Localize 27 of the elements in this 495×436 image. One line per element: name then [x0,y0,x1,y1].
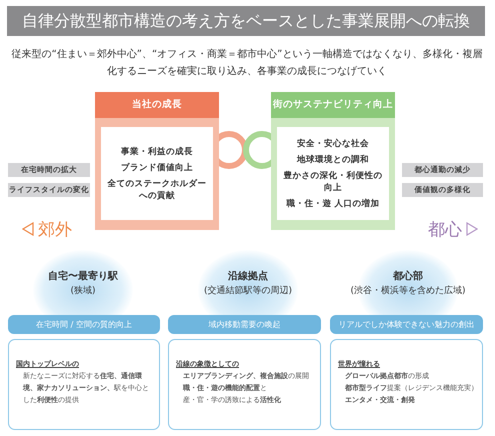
subtitle-text: 従来型の“住まい＝郊外中心”、“オフィス・商業＝都市中心”という一軸構造ではなくなり、多様化・複層化するニーズを確実に取り込み、各事業の成長につなげていく [10,48,484,79]
initiative-card [168,339,321,430]
initiative-card [330,339,483,430]
direction-label: 郊外 [38,219,72,241]
zone-title: 沿線拠点 [227,270,269,284]
zone-subtitle: (渋谷・横浜等を含めた広域) [349,284,467,298]
bullet-text: 豊かさの深化・利便性の向上 [282,170,384,194]
initiative-card [8,339,160,430]
panel-heading: 街のサステナビリティ向上 [271,92,395,118]
direction-label: 都心 [428,219,462,241]
bullet-text: ブランド価値向上 [121,162,193,174]
theme-bar: 在宅時間 / 空間の質的向上 [8,315,160,334]
bullet-text: 安全・安心な社会 [297,138,369,150]
zone-subtitle: (狭域) [69,284,97,298]
zone-title: 都心部 [392,270,424,284]
panel-heading: 当社の成長 [95,92,219,118]
bullet-text: 地球環境との調和 [297,154,369,166]
theme-bar: リアルでしか体験できない魅力の創出 [330,315,483,334]
zone-subtitle: (交通結節駅等の周辺) [202,284,294,298]
bullet-text: 職・住・遊 人口の増加 [286,198,380,210]
theme-bar: 域内移動需要の喚起 [168,315,321,334]
growth-panel [95,92,219,230]
sustainability-panel [271,92,395,230]
bullet-text: 全てのステークホルダーへの貢献 [106,178,208,202]
title-banner: 自律分散型都市構造の考え方をベースとした事業展開への転換 [7,6,485,36]
zone-title: 自宅〜最寄り駅 [47,270,119,284]
bullet-text: 事業・利益の成長 [121,146,193,158]
